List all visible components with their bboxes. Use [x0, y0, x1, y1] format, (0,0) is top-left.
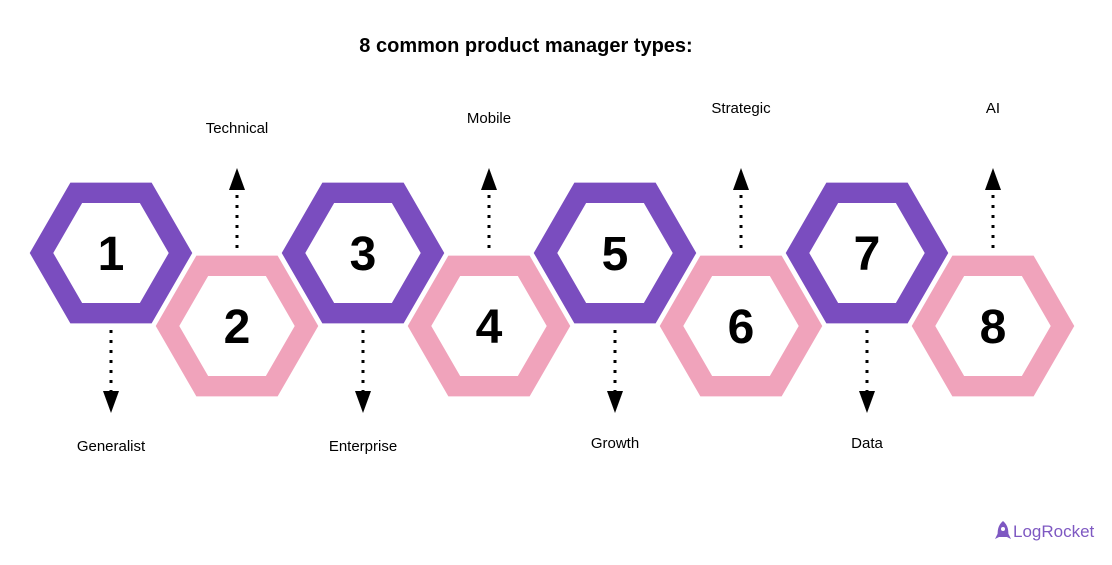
hexagon-shape: [152, 252, 322, 400]
arrow-head-down: [859, 391, 875, 413]
logo-text: LogRocket: [1013, 522, 1095, 541]
hexagon-shape: [26, 179, 196, 327]
step-number: 7: [854, 228, 881, 281]
hexagon-steps: 1 2 3 4 5 6 7 8: [26, 179, 1078, 400]
step-number: 2: [224, 301, 251, 354]
rocket-icon: [995, 521, 1011, 539]
step-number: 6: [728, 301, 755, 354]
hexagon-shape: [782, 179, 952, 327]
hexagon-shape: [278, 179, 448, 327]
logrocket-logo: LogRocket: [995, 521, 1095, 541]
arrow-7: [859, 330, 875, 413]
connector-arrows: [103, 168, 1001, 413]
step-label: Generalist: [77, 438, 146, 455]
hexagon-shape: [530, 179, 700, 327]
hexagon-shape: [656, 252, 826, 400]
step-label: Technical: [206, 120, 269, 137]
hexagon-step-1: 1: [26, 179, 196, 327]
arrow-head-down: [103, 391, 119, 413]
step-number: 1: [98, 228, 125, 281]
hexagon-step-4: 4: [404, 252, 574, 400]
step-label: Strategic: [711, 100, 771, 117]
diagram-title: 8 common product manager types:: [359, 35, 692, 57]
arrow-6: [733, 168, 749, 248]
hexagon-shape: [404, 252, 574, 400]
step-number: 4: [476, 301, 503, 354]
arrow-head-up: [733, 168, 749, 190]
step-label: Mobile: [467, 110, 511, 127]
arrow-head-down: [355, 391, 371, 413]
arrow-5: [607, 330, 623, 413]
arrow-8: [985, 168, 1001, 248]
hexagon-step-7: 7: [782, 179, 952, 327]
arrow-head-up: [985, 168, 1001, 190]
step-number: 3: [350, 228, 377, 281]
hexagon-step-2: 2: [152, 252, 322, 400]
arrow-head-down: [607, 391, 623, 413]
step-number: 8: [980, 301, 1007, 354]
step-label: Growth: [591, 435, 639, 452]
arrow-1: [103, 330, 119, 413]
arrow-2: [229, 168, 245, 248]
arrow-head-up: [481, 168, 497, 190]
hexagon-step-6: 6: [656, 252, 826, 400]
hexagon-shape: [908, 252, 1078, 400]
hexagon-step-8: 8: [908, 252, 1078, 400]
step-label: AI: [986, 100, 1000, 117]
hexagon-step-3: 3: [278, 179, 448, 327]
arrow-head-up: [229, 168, 245, 190]
step-label: Enterprise: [329, 438, 397, 455]
hexagon-step-5: 5: [530, 179, 700, 327]
arrow-3: [355, 330, 371, 413]
step-label: Data: [851, 435, 883, 452]
arrow-4: [481, 168, 497, 248]
step-number: 5: [602, 228, 629, 281]
